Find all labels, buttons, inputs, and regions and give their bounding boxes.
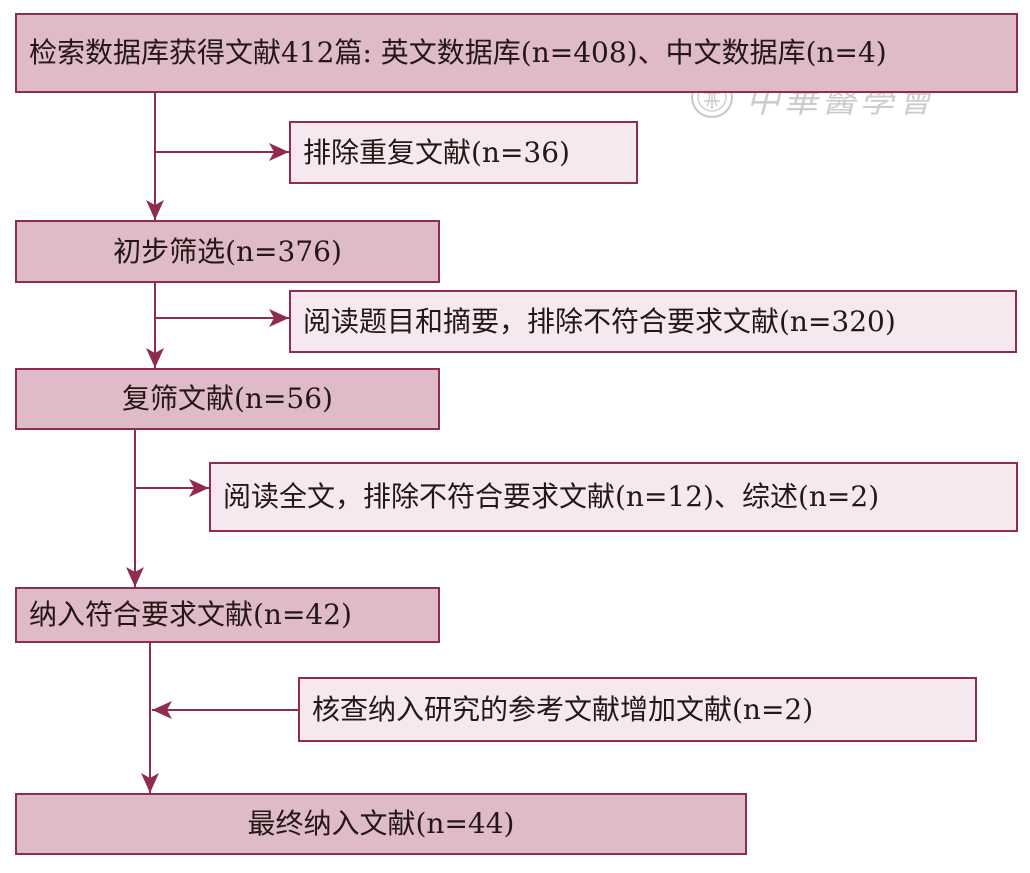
exclude-duplicates-label: 排除重复文献(n=36) [303, 135, 570, 169]
exclude-fulltext: 阅读全文，排除不符合要求文献(n=12)、综述(n=2) [209, 462, 1018, 532]
add-references-label: 核查纳入研究的参考文献增加文献(n=2) [312, 692, 814, 726]
exclude-duplicates: 排除重复文献(n=36) [289, 121, 638, 184]
step-included: 纳入符合要求文献(n=42) [15, 587, 440, 643]
step-search-results-label: 检索数据库获得文献412篇: 英文数据库(n=408)、中文数据库(n=4) [29, 36, 887, 69]
exclude-fulltext-label: 阅读全文，排除不符合要求文献(n=12)、综述(n=2) [223, 480, 880, 513]
step-included-label: 纳入符合要求文献(n=42) [29, 598, 352, 631]
final-included-label: 最终纳入文献(n=44) [247, 807, 515, 840]
step-initial-screening-label: 初步筛选(n=376) [113, 234, 342, 268]
step-initial-screening: 初步筛选(n=376) [15, 220, 440, 283]
step-rescreening-label: 复筛文献(n=56) [122, 382, 333, 415]
step-rescreening: 复筛文献(n=56) [15, 368, 440, 430]
add-references: 核查纳入研究的参考文献增加文献(n=2) [298, 677, 977, 742]
final-included: 最终纳入文献(n=44) [15, 793, 747, 855]
step-search-results: 检索数据库获得文献412篇: 英文数据库(n=408)、中文数据库(n=4) [15, 13, 1018, 93]
exclude-title-abstract-label: 阅读题目和摘要，排除不符合要求文献(n=320) [303, 304, 896, 338]
exclude-title-abstract: 阅读题目和摘要，排除不符合要求文献(n=320) [289, 290, 1017, 353]
